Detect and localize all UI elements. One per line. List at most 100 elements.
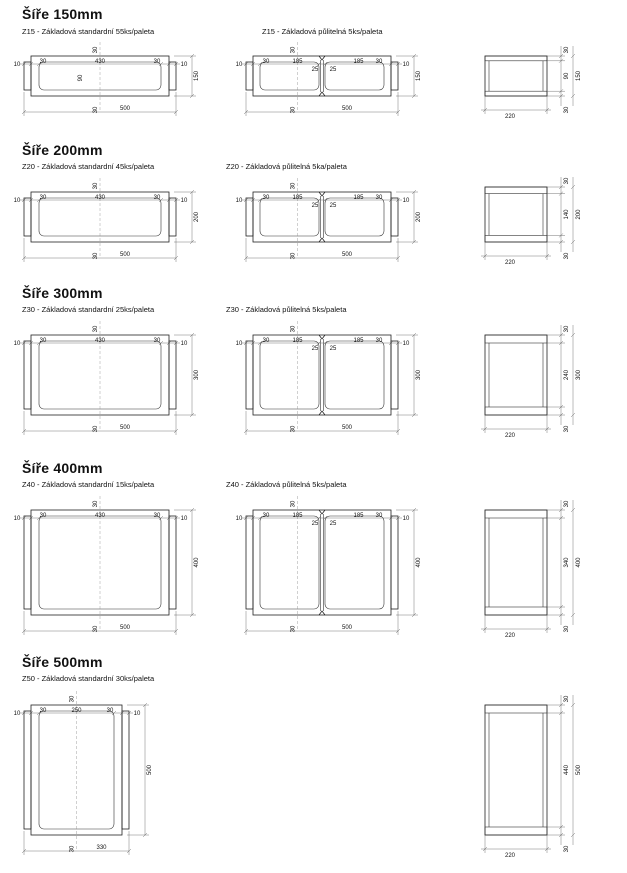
dim-top: 30: [564, 177, 570, 184]
dim-right2: 30: [154, 59, 161, 65]
dimension-tick: [28, 197, 34, 203]
dim-inner: 340: [564, 557, 570, 568]
block-end-right: [168, 61, 177, 91]
dimension-tick: [21, 710, 27, 716]
dim-height: 300: [194, 369, 200, 380]
dim-center: 430: [95, 195, 106, 201]
dim-inner: 240: [564, 369, 570, 380]
side-outline: [484, 186, 548, 243]
block-end-right: [168, 340, 177, 410]
block-end-left: [245, 515, 254, 610]
side-outline: [484, 509, 548, 616]
dim-height: 150: [416, 70, 422, 81]
dimension-tick: [36, 710, 42, 716]
dimension-tick: [250, 197, 256, 203]
dim-mid1: 25: [312, 346, 319, 352]
dim-mid1: 25: [312, 67, 319, 73]
dimension-tick: [21, 848, 27, 854]
dimension-tick: [166, 61, 172, 67]
dim-bottom: 30: [93, 252, 99, 259]
dimension-tick: [142, 702, 148, 708]
dimension-tick: [189, 612, 195, 618]
dimension-tick: [250, 515, 256, 521]
dimension-tick: [173, 255, 179, 261]
dim-right: 10: [181, 62, 188, 68]
dim-top: 30: [70, 695, 76, 702]
dim-top: 30: [564, 695, 570, 702]
dim-height: 150: [576, 70, 582, 81]
dim-top: 30: [564, 325, 570, 332]
dimension-tick: [322, 61, 328, 67]
dimension-tick: [411, 53, 417, 59]
split-notch-bottom: [318, 237, 326, 243]
dim-height: 500: [147, 764, 153, 775]
block-end-right: [121, 710, 130, 830]
dim-top: 30: [93, 182, 99, 189]
dim-bottom: 30: [291, 106, 297, 113]
dimension-tick: [411, 412, 417, 418]
dimension-tick: [243, 197, 249, 203]
section-title-150: Šíře 150mm: [22, 6, 103, 22]
dimension-tick: [173, 197, 179, 203]
dimension-tick: [395, 428, 401, 434]
dim-bottom: 30: [291, 425, 297, 432]
dimension-tick: [257, 515, 263, 521]
dimension-tick: [544, 107, 550, 113]
dim-top: 30: [291, 46, 297, 53]
dim-length: 330: [96, 845, 107, 851]
dim-length: 500: [120, 625, 131, 631]
block-outline: [252, 191, 392, 243]
dimension-tick: [395, 340, 401, 346]
dim-right2: 30: [376, 195, 383, 201]
dimension-tick: [316, 61, 322, 67]
dimension-tick: [570, 832, 576, 838]
dim-width: 220: [505, 114, 516, 120]
split-notch-bottom: [318, 410, 326, 416]
dim-inner-height: 90: [78, 74, 84, 81]
dim-left: 10: [14, 341, 21, 347]
caption-z30-half: Z30 - Základová půlitelná 5ks/paleta: [226, 305, 347, 314]
side-outline: [484, 334, 548, 416]
dim-left2: 30: [263, 338, 270, 344]
cavity-right: [324, 340, 385, 410]
dim-length: 500: [342, 252, 353, 258]
dim-mid2: 25: [330, 346, 337, 352]
dim-left: 10: [14, 198, 21, 204]
block-end-right: [168, 197, 177, 237]
dim-right: 10: [403, 516, 410, 522]
dim-mid1: 25: [312, 203, 319, 209]
block-end-left: [23, 197, 32, 237]
dimension-tick: [158, 61, 164, 67]
dimension-tick: [257, 61, 263, 67]
dim-right: 10: [403, 62, 410, 68]
dimension-tick: [395, 61, 401, 67]
dimension-tick: [250, 61, 256, 67]
dimension-tick: [316, 515, 322, 521]
dimension-tick: [570, 702, 576, 708]
dim-bottom: 30: [93, 425, 99, 432]
dim-right2: 30: [376, 338, 383, 344]
block-end-right: [390, 515, 399, 610]
dimension-tick: [189, 332, 195, 338]
dimension-tick: [21, 197, 27, 203]
dim-width: 220: [505, 260, 516, 266]
dim-left2: 30: [40, 195, 47, 201]
dim-cell1: 185: [292, 59, 303, 65]
dimension-tick: [570, 184, 576, 190]
dimension-tick: [243, 628, 249, 634]
split-notch-top: [318, 191, 326, 197]
dimension-tick: [544, 253, 550, 259]
cavity-left: [259, 515, 320, 610]
caption-z15-standard: Z15 - Základová standardní 55ks/paleta: [22, 27, 155, 36]
dimension-tick: [111, 710, 117, 716]
cavity-right: [324, 197, 385, 237]
block-end-left: [245, 340, 254, 410]
dimension-tick: [36, 515, 42, 521]
dim-right2: 30: [154, 513, 161, 519]
